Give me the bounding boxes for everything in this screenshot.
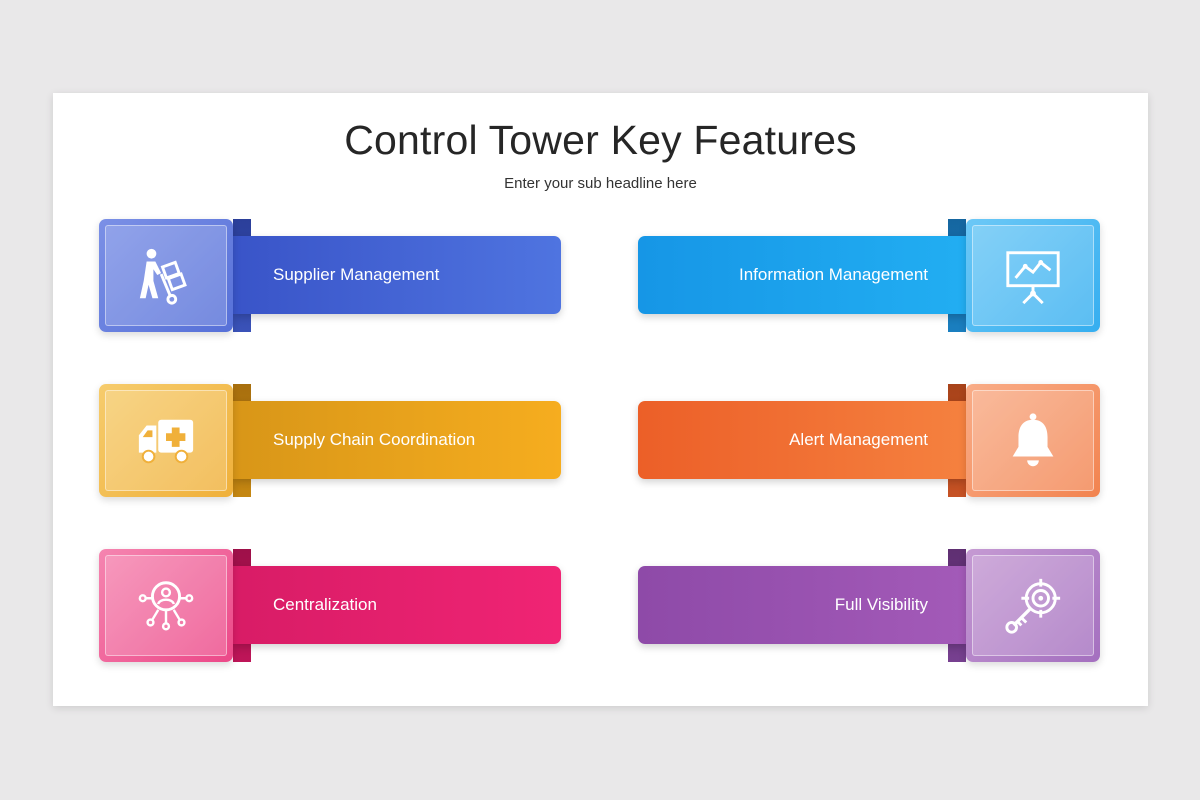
feature-card-full-visibility: Full Visibility (638, 549, 1100, 662)
card-bar (233, 401, 561, 479)
slide: Control Tower Key Features Enter your su… (53, 93, 1148, 706)
card-icon-frame (105, 555, 227, 656)
card-icon-box (99, 219, 233, 332)
feature-label: Supply Chain Coordination (273, 430, 476, 449)
feature-label: Full Visibility (834, 595, 928, 614)
feature-card-alert-management: Alert Management (638, 384, 1100, 497)
card-bar (638, 236, 966, 314)
key-target-icon (1005, 578, 1061, 634)
feature-label: Centralization (273, 595, 377, 614)
bell-icon (1012, 413, 1054, 467)
card-bar (638, 401, 966, 479)
card-icon-box (99, 549, 233, 662)
slide-title: Control Tower Key Features (344, 117, 857, 163)
ambulance-truck-icon (138, 419, 194, 464)
card-bar (638, 566, 966, 644)
card-bar (233, 566, 561, 644)
slide-subtitle: Enter your sub headline here (504, 175, 697, 192)
feature-card-information-management: Information Management (638, 219, 1100, 332)
card-icon-frame (972, 555, 1094, 656)
card-icon-box (966, 384, 1100, 497)
card-icon-box (966, 219, 1100, 332)
card-icon-box (99, 384, 233, 497)
card-icon-frame (972, 225, 1094, 326)
worker-hand-truck-icon (139, 248, 187, 305)
feature-label: Information Management (739, 265, 928, 284)
presentation-chart-icon (1006, 251, 1060, 305)
feature-card-centralization: Centralization (99, 549, 561, 662)
feature-label: Supplier Management (273, 265, 440, 284)
card-icon-box (966, 549, 1100, 662)
feature-card-supply-chain-coordination: Supply Chain Coordination (99, 384, 561, 497)
feature-label: Alert Management (789, 430, 928, 449)
network-user-icon (138, 581, 194, 631)
card-bar (233, 236, 561, 314)
feature-card-supplier-management: Supplier Management (99, 219, 561, 332)
